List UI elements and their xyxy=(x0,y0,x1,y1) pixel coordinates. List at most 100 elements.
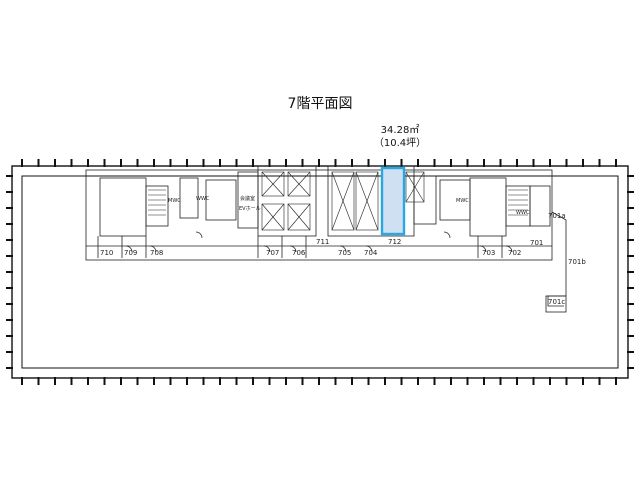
column xyxy=(417,159,419,167)
column xyxy=(37,159,40,167)
column xyxy=(70,159,73,167)
column xyxy=(334,377,337,385)
column xyxy=(6,223,13,225)
column xyxy=(6,191,13,193)
room-706: 706 xyxy=(292,249,306,257)
column xyxy=(549,159,551,167)
column xyxy=(87,377,89,385)
column xyxy=(400,159,403,167)
column xyxy=(6,207,13,209)
column xyxy=(627,207,634,209)
area-m2: 34.28㎡ xyxy=(380,125,420,136)
column xyxy=(417,377,419,385)
column xyxy=(301,159,304,167)
column xyxy=(565,377,568,385)
column xyxy=(268,159,271,167)
column xyxy=(235,159,238,167)
label-mwc-right: MWC xyxy=(456,198,469,204)
column xyxy=(400,377,403,385)
column xyxy=(627,319,634,321)
column xyxy=(549,377,551,385)
column xyxy=(627,223,634,225)
column xyxy=(367,377,370,385)
column xyxy=(318,377,320,385)
floor-plan-title: 7階平面図 xyxy=(287,96,353,112)
column xyxy=(499,377,502,385)
column xyxy=(153,377,155,385)
column xyxy=(450,377,452,385)
column xyxy=(219,377,221,385)
label-wwc-left: WWC xyxy=(196,196,210,202)
column xyxy=(285,159,287,167)
column xyxy=(6,255,13,257)
column xyxy=(103,159,106,167)
room-709: 709 xyxy=(124,249,137,257)
column xyxy=(21,159,23,167)
column xyxy=(582,377,584,385)
inner-wall xyxy=(21,175,619,369)
column xyxy=(37,377,40,385)
column xyxy=(450,159,452,167)
columns xyxy=(6,159,634,385)
column xyxy=(136,377,139,385)
room-712: 712 xyxy=(388,238,401,246)
column xyxy=(70,377,73,385)
room-707: 707 xyxy=(266,249,279,257)
column xyxy=(433,377,436,385)
room-708: 708 xyxy=(150,249,163,257)
column xyxy=(627,367,634,369)
column xyxy=(598,159,601,167)
column xyxy=(627,239,634,241)
column xyxy=(120,159,122,167)
room-703: 703 xyxy=(482,249,495,257)
column xyxy=(499,159,502,167)
column xyxy=(351,159,353,167)
column xyxy=(483,159,485,167)
column xyxy=(384,377,386,385)
column xyxy=(252,159,254,167)
column xyxy=(318,159,320,167)
column xyxy=(6,351,13,353)
column xyxy=(615,377,617,385)
highlight-area-label: 34.28㎡ （10.4坪） xyxy=(360,124,440,150)
column xyxy=(627,271,634,273)
label-elevator-hall: EVホール xyxy=(239,206,261,212)
room-711: 711 xyxy=(316,238,329,246)
column xyxy=(627,255,634,257)
column xyxy=(169,159,172,167)
room-705: 705 xyxy=(338,249,351,257)
column xyxy=(252,377,254,385)
highlighted-room-712[interactable] xyxy=(380,166,406,236)
column xyxy=(103,377,106,385)
column xyxy=(351,377,353,385)
column xyxy=(334,159,337,167)
column xyxy=(235,377,238,385)
column xyxy=(532,377,535,385)
column xyxy=(433,159,436,167)
column xyxy=(202,159,205,167)
column xyxy=(565,159,568,167)
column xyxy=(153,159,155,167)
label-mwc-left: MWC xyxy=(168,198,181,204)
column xyxy=(285,377,287,385)
room-701a: 701a xyxy=(548,212,566,220)
column xyxy=(6,271,13,273)
outer-wall xyxy=(11,165,629,379)
column xyxy=(615,159,617,167)
column xyxy=(627,335,634,337)
label-wwc-right: WWC xyxy=(516,210,530,216)
area-tsubo: （10.4坪） xyxy=(373,138,427,149)
column xyxy=(6,175,13,177)
column xyxy=(532,159,535,167)
room-701: 701 xyxy=(530,239,543,247)
column xyxy=(627,175,634,177)
column xyxy=(54,377,56,385)
column xyxy=(186,377,188,385)
column xyxy=(301,377,304,385)
column xyxy=(268,377,271,385)
column xyxy=(466,377,469,385)
room-710: 710 xyxy=(100,249,113,257)
label-meeting: 会議室 xyxy=(240,195,255,202)
column xyxy=(598,377,601,385)
